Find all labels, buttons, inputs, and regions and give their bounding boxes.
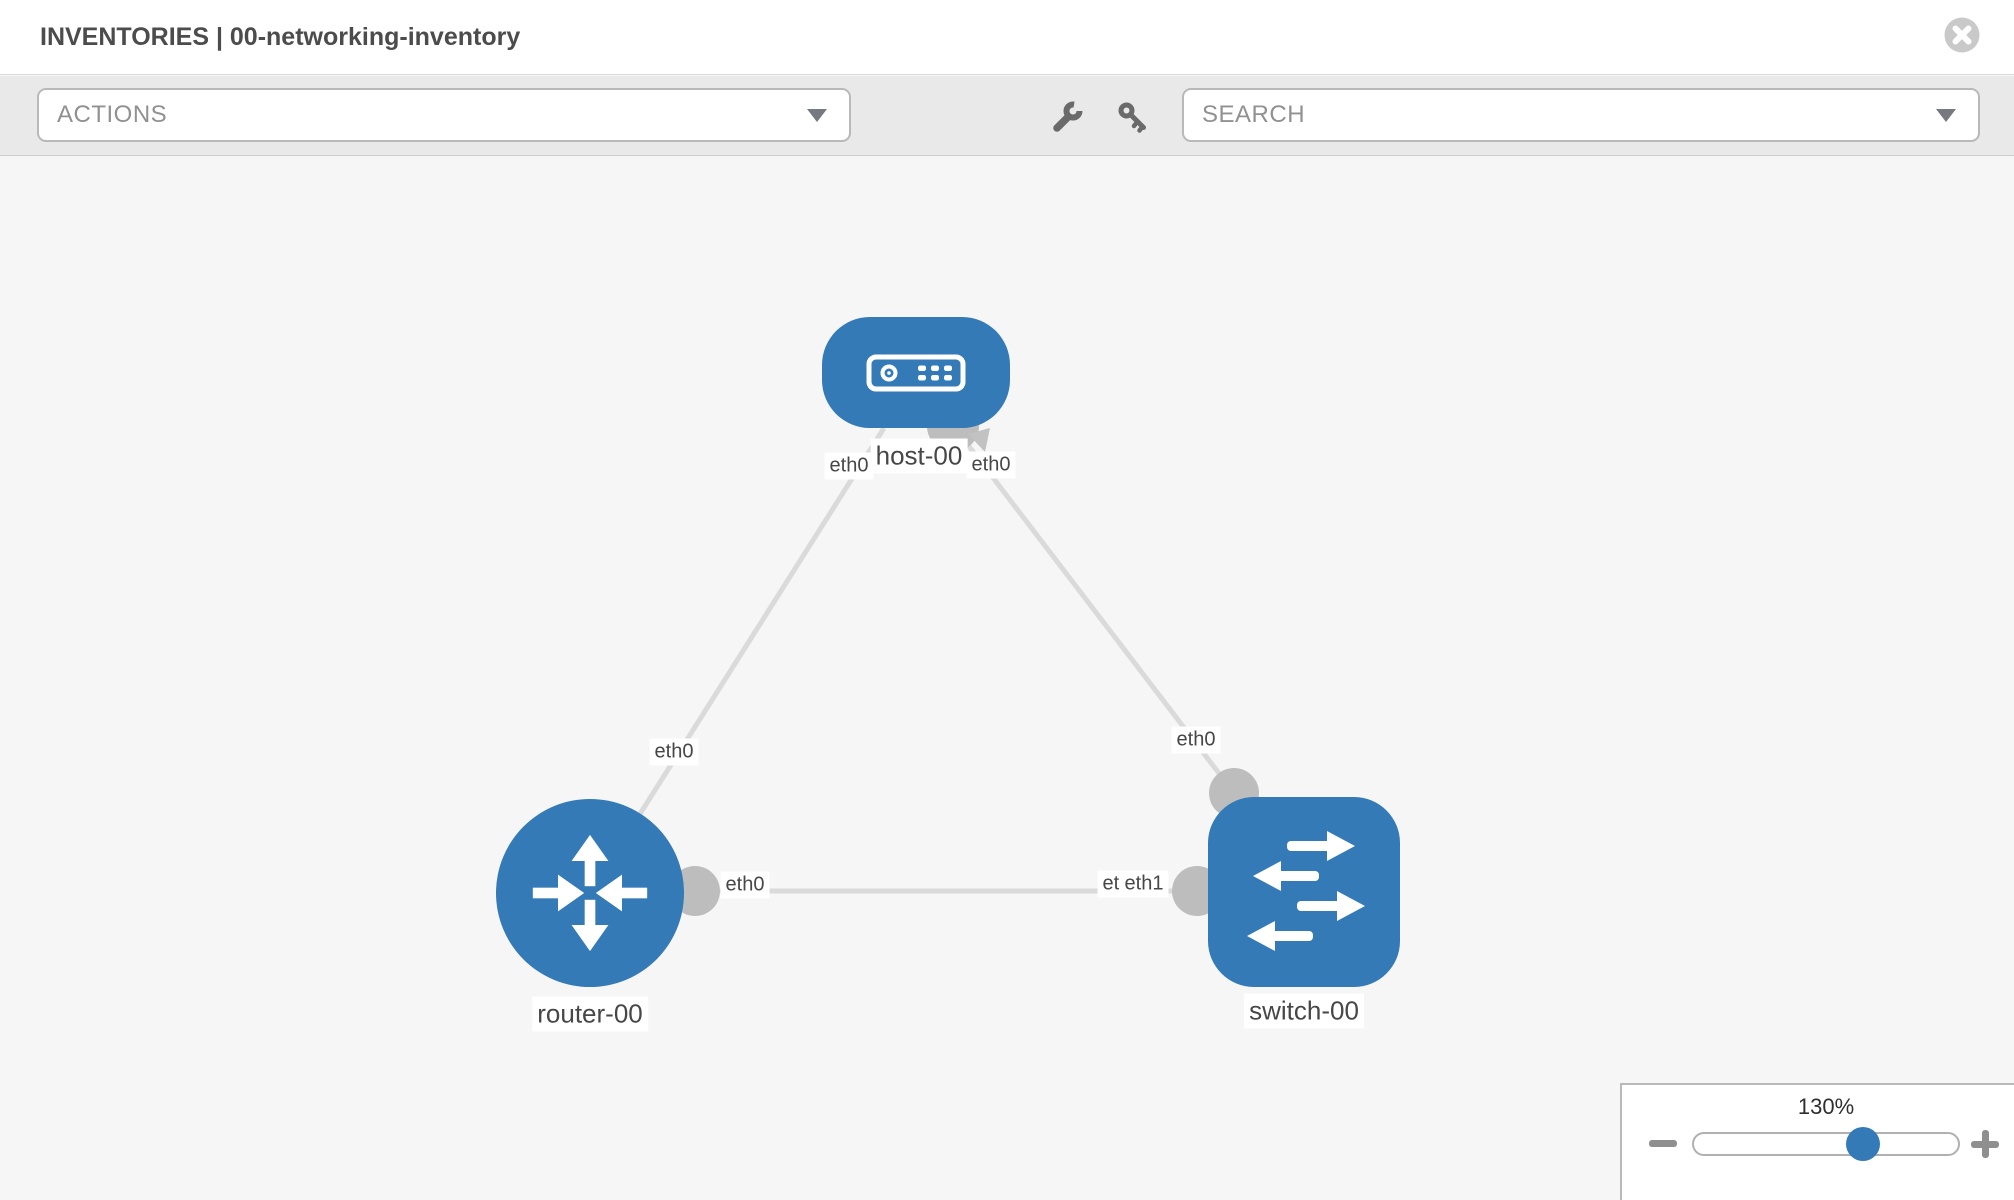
configure-button[interactable]: [1050, 100, 1084, 134]
actions-dropdown[interactable]: ACTIONS: [37, 88, 851, 142]
node-label-host[interactable]: host-00: [870, 438, 968, 474]
toolbar: ACTIONS SEARCH: [0, 76, 2014, 156]
header-bar: INVENTORIES | 00-networking-inventory: [0, 0, 2014, 75]
links-layer: [587, 400, 1304, 916]
switch-icon: [1247, 831, 1365, 951]
page-title: INVENTORIES | 00-networking-inventory: [40, 23, 521, 51]
search-dropdown-label: SEARCH: [1202, 101, 1306, 128]
topology-canvas[interactable]: host-00 router-00 switch-00 eth0 eth0 et…: [0, 156, 2014, 1200]
chevron-down-icon: [807, 108, 827, 122]
zoom-slider-track[interactable]: [1692, 1132, 1960, 1156]
node-router-00[interactable]: [496, 799, 684, 987]
router-icon: [532, 834, 648, 952]
iface-label-host-eth0-right: eth0: [966, 451, 1016, 479]
credentials-button[interactable]: [1116, 100, 1150, 134]
iface-label-router-eth0: eth0: [720, 871, 770, 899]
search-dropdown[interactable]: SEARCH: [1182, 88, 1980, 142]
close-icon: [1944, 17, 1980, 53]
zoom-level-value: 130%: [1797, 1094, 1855, 1119]
node-label-switch[interactable]: switch-00: [1244, 993, 1364, 1029]
node-label-router[interactable]: router-00: [532, 996, 648, 1032]
zoom-slider-thumb[interactable]: [1846, 1127, 1880, 1161]
node-host-00[interactable]: [822, 317, 1010, 428]
close-button[interactable]: [1944, 17, 1980, 53]
server-icon: [866, 354, 966, 391]
chevron-down-icon: [1936, 108, 1956, 122]
zoom-panel: 130%: [1620, 1083, 2014, 1200]
iface-label-router-eth0-uplink: eth0: [649, 738, 699, 766]
zoom-in-button plus-icon[interactable]: [1970, 1129, 2000, 1159]
node-switch-00[interactable]: [1208, 797, 1400, 987]
link-arrowhead: [968, 428, 990, 452]
iface-label-host-eth0-left: eth0: [824, 452, 874, 480]
zoom-out-button minus-icon[interactable]: [1649, 1140, 1677, 1147]
iface-label-switch-eth1: eth1: [1119, 870, 1169, 898]
wrench-icon: [1053, 101, 1083, 132]
key-icon: [1118, 102, 1146, 133]
iface-label-switch-eth0: eth0: [1171, 726, 1221, 754]
actions-dropdown-label: ACTIONS: [57, 101, 168, 128]
